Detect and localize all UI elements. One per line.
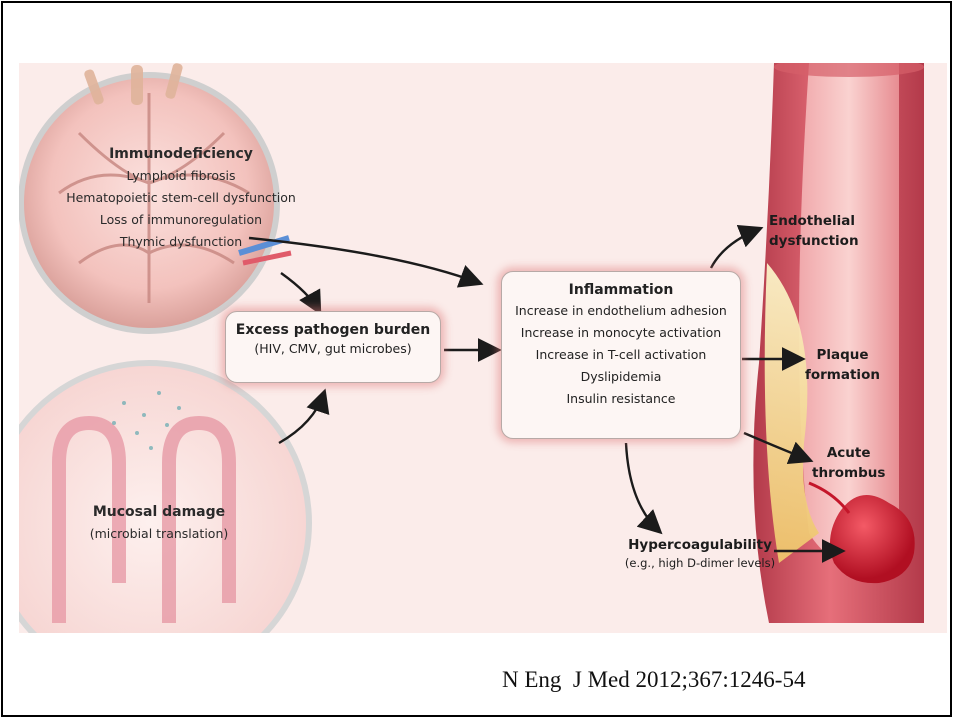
citation: N Eng J Med 2012;367:1246-54 — [502, 667, 805, 693]
mucosal-damage-block: Mucosal damage (microbial translation) — [59, 501, 259, 545]
immunodeficiency-item: Hematopoietic stem-cell dysfunction — [41, 187, 321, 209]
hypercoagulability-label: Hypercoagulability (e.g., high D-dimer l… — [615, 537, 785, 570]
immunodeficiency-item: Thymic dysfunction — [41, 231, 321, 253]
arrow-to-endothelial — [711, 229, 759, 268]
hypercoagulability-title: Hypercoagulability — [615, 537, 785, 553]
acute-thrombus-label: Acute thrombus — [812, 443, 885, 483]
immunodeficiency-block: Immunodeficiency Lymphoid fibrosis Hemat… — [41, 143, 321, 253]
endothelial-label-line1: Endothelial — [769, 211, 859, 231]
immunodeficiency-item: Lymphoid fibrosis — [41, 165, 321, 187]
inflammation-item: Increase in T-cell activation — [502, 344, 740, 366]
gut-mucosa-illustration — [19, 363, 309, 633]
arrow-to-hypercoag — [626, 443, 659, 531]
pathophysiology-figure: Immunodeficiency Lymphoid fibrosis Hemat… — [19, 63, 947, 633]
hypercoagulability-subtitle: (e.g., high D-dimer levels) — [615, 556, 785, 570]
plaque-formation-label: Plaque formation — [805, 345, 880, 385]
immunodeficiency-title: Immunodeficiency — [41, 143, 321, 165]
endothelial-label-line2: dysfunction — [769, 231, 859, 251]
inflammation-item: Increase in monocyte activation — [502, 322, 740, 344]
arrow-immuno-to-pathogen — [281, 273, 319, 311]
endothelial-dysfunction-label: Endothelial dysfunction — [769, 211, 859, 251]
mucosal-damage-title: Mucosal damage — [59, 501, 259, 523]
pathogen-burden-box: Excess pathogen burden (HIV, CMV, gut mi… — [225, 311, 441, 383]
thrombus-label-line2: thrombus — [812, 463, 885, 483]
inflammation-item: Dyslipidemia — [502, 366, 740, 388]
thrombus-label-line1: Acute — [812, 443, 885, 463]
immunodeficiency-item: Loss of immunoregulation — [41, 209, 321, 231]
pathogen-burden-title: Excess pathogen burden — [226, 322, 440, 338]
plaque-label-line1: Plaque — [805, 345, 880, 365]
inflammation-box: Inflammation Increase in endothelium adh… — [501, 271, 741, 439]
pathogen-burden-subtitle: (HIV, CMV, gut microbes) — [226, 338, 440, 360]
mucosal-damage-subtitle: (microbial translation) — [59, 523, 259, 545]
plaque-label-line2: formation — [805, 365, 880, 385]
inflammation-title: Inflammation — [502, 282, 740, 298]
inflammation-item: Insulin resistance — [502, 388, 740, 410]
inflammation-item: Increase in endothelium adhesion — [502, 300, 740, 322]
